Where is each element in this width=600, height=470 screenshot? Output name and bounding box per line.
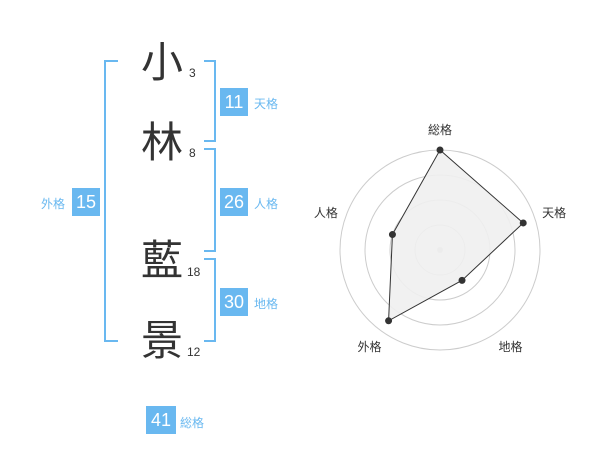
name-char-1-strokes: 3 <box>189 66 196 80</box>
chikaku-bracket <box>204 258 216 342</box>
name-char-1: 小 <box>141 38 184 87</box>
radar-point-2 <box>519 219 527 227</box>
gaikaku-badge: 15 <box>72 188 100 216</box>
radar-point-1 <box>436 146 444 154</box>
gaikaku-bracket <box>104 60 118 342</box>
radar-data-polygon <box>388 149 524 322</box>
radar-axis-label-3: 地格 <box>499 339 523 354</box>
soukaku-badge: 41 <box>146 406 176 434</box>
chikaku-badge: 30 <box>220 288 248 316</box>
radar-axis-label-4: 外格 <box>357 339 381 354</box>
jinkaku-bracket <box>204 148 216 252</box>
name-char-3: 藍 <box>141 236 184 285</box>
chikaku-label: 地格 <box>254 297 279 311</box>
radar-point-3 <box>458 276 466 284</box>
name-char-4-strokes: 12 <box>187 345 201 359</box>
name-char-2: 林 <box>141 118 184 167</box>
tenkaku-badge: 11 <box>220 88 248 116</box>
radar-axis-label-1: 総格 <box>428 122 452 137</box>
soukaku-label: 総格 <box>180 416 205 430</box>
gaikaku-label: 外格 <box>41 197 66 211</box>
name-char-3-strokes: 18 <box>187 265 201 279</box>
jinkaku-label: 人格 <box>254 197 279 211</box>
radar-axis-label-2: 天格 <box>542 205 566 220</box>
radar-axis-label-5: 人格 <box>314 205 338 220</box>
tenkaku-label: 天格 <box>254 97 279 111</box>
jinkaku-badge: 26 <box>220 188 248 216</box>
tenkaku-bracket <box>204 60 216 142</box>
name-char-4: 景 <box>141 316 184 365</box>
name-char-2-strokes: 8 <box>189 146 196 160</box>
radar-point-5 <box>388 231 396 239</box>
radar-point-4 <box>385 317 393 325</box>
